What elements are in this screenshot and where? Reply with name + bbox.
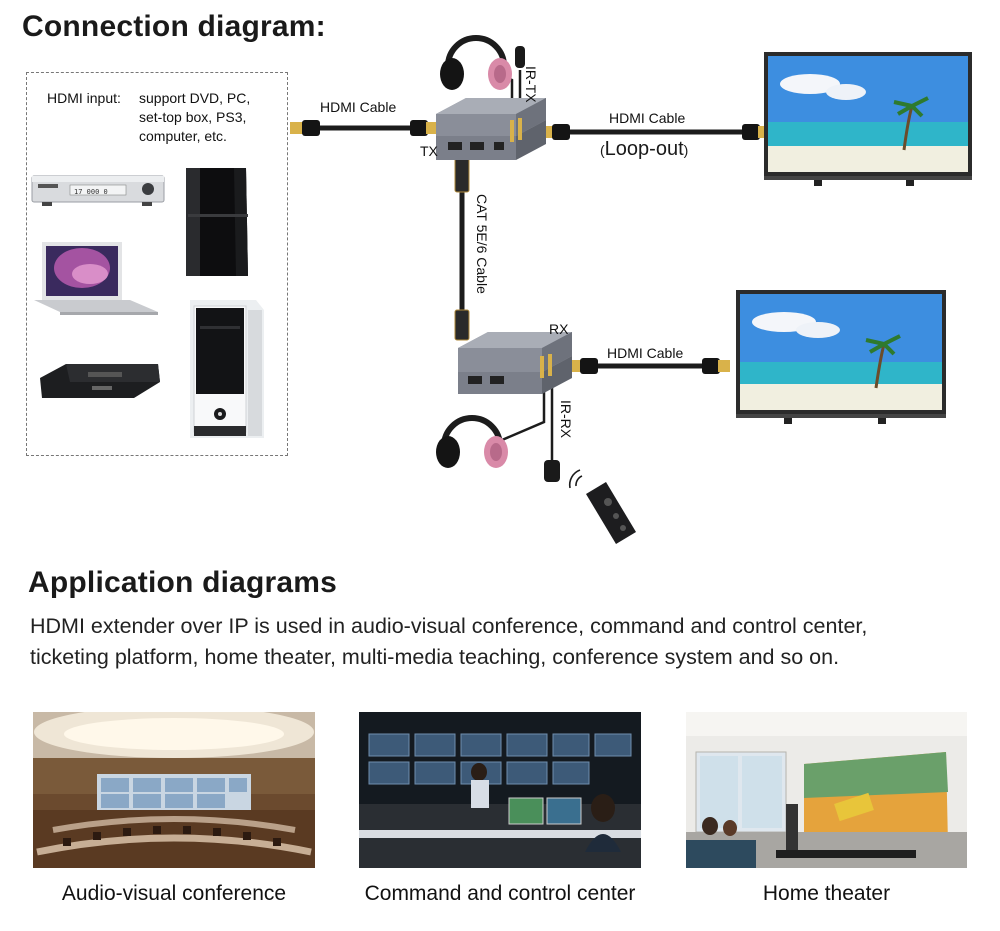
ir-rx-label: IR-RX <box>558 400 574 439</box>
connection-title: Connection diagram: <box>22 10 326 43</box>
hdmi-cable-rx-label: HDMI Cable <box>607 345 684 361</box>
audio-visual-conference-image <box>33 712 315 868</box>
dvd-player-icon: 17 000 0 <box>31 175 165 206</box>
tx-label: TX <box>420 143 438 159</box>
hdmi-cable-in-label: HDMI Cable <box>320 99 397 115</box>
hdmi-connector-icon <box>410 120 438 136</box>
remote-control-icon <box>586 482 636 544</box>
headphones-icon <box>440 35 512 90</box>
laptop-icon <box>34 242 158 315</box>
hdmi-connector-icon <box>290 120 320 136</box>
hdmi-cable-loop-label: HDMI Cable <box>609 110 686 126</box>
ir-tx-label: IR-TX <box>523 66 539 103</box>
hdmi-input-text-3: computer, etc. <box>139 128 227 144</box>
tv-icon <box>736 290 946 424</box>
hdmi-input-box <box>26 72 288 456</box>
ir-receiver-icon <box>544 460 560 482</box>
command-control-center-image <box>359 712 641 868</box>
home-theater-caption: Home theater <box>762 882 891 905</box>
application-title: Application diagrams <box>28 566 338 599</box>
tv-icon <box>764 52 972 186</box>
pc-tower-icon <box>190 300 264 438</box>
hdmi-connector-icon <box>544 124 570 140</box>
audio-visual-conference-caption: Audio-visual conference <box>61 882 287 905</box>
loop-out-text: Loop-out <box>604 138 684 160</box>
hdmi-input-text-2: set-top box, PS3, <box>139 109 247 125</box>
hdmi-input-label: HDMI input: <box>47 90 121 106</box>
home-theater-image <box>686 712 967 868</box>
ir-waves-icon <box>568 469 583 489</box>
application-description-2: ticketing platform, home theater, multi-… <box>30 645 840 669</box>
hdmi-connector-icon <box>702 358 730 374</box>
rx-extender-icon <box>458 332 572 394</box>
ir-emitter-icon <box>515 46 525 68</box>
loop-out-label: (Loop-out) <box>600 138 689 160</box>
rj45-connector-icon <box>454 309 470 341</box>
tx-extender-icon <box>436 98 546 160</box>
source-devices: 17 000 0 <box>31 168 264 438</box>
ps3-icon <box>186 168 248 276</box>
cat-cable-label: CAT 5E/6 Cable <box>474 194 490 294</box>
wiring-diagram <box>290 35 972 544</box>
set-top-box-icon <box>40 364 160 398</box>
headphones-icon <box>436 415 508 468</box>
command-control-center-caption: Command and control center <box>364 882 636 905</box>
application-description-1: HDMI extender over IP is used in audio-v… <box>30 614 868 638</box>
hdmi-connector-icon <box>572 358 598 374</box>
rx-label: RX <box>549 321 569 337</box>
hdmi-input-text-1: support DVD, PC, <box>139 90 251 106</box>
dvd-display: 17 000 0 <box>74 188 108 196</box>
rj45-connector-icon <box>454 157 470 193</box>
